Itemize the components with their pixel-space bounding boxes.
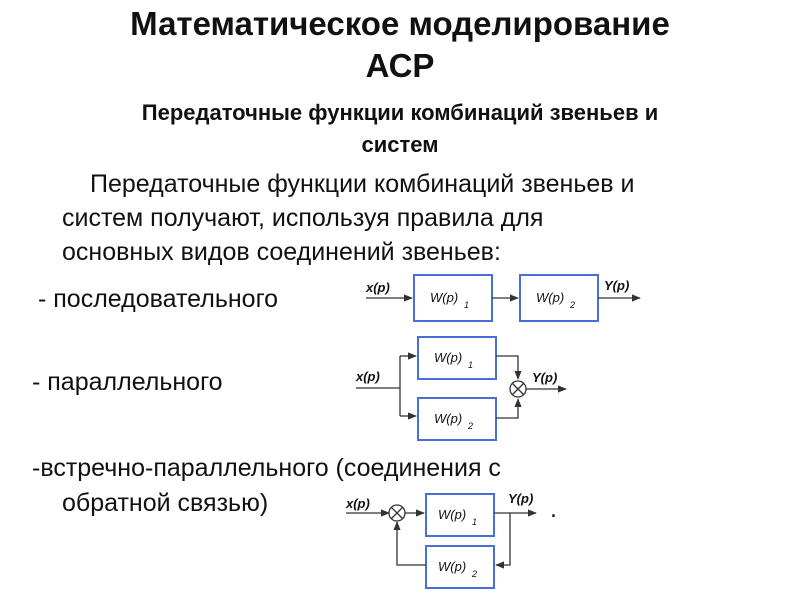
feedback-input-label: x(p) (345, 496, 370, 511)
feedback-loop-arrow (393, 521, 426, 566)
parallel-diagram: x(p) W(p) 1 W(p) 2 Y(p) (355, 336, 567, 441)
feedback-block-2-label: W(p) (438, 559, 466, 574)
series-input-label: x(p) (365, 280, 390, 295)
feedback-block-2-subscript: 2 (471, 569, 477, 579)
series-block-2-subscript: 2 (569, 300, 575, 310)
feedback-block-1 (425, 493, 495, 537)
series-output-label: Y(p) (604, 278, 629, 293)
parallel-input-label: x(p) (355, 369, 380, 384)
intro-line-3: основных видов соединений звеньев: (62, 238, 501, 266)
parallel-merge-top (496, 355, 522, 380)
parallel-junction-cross-b (512, 383, 524, 395)
feedback-block-1-label: W(p) (438, 507, 466, 522)
parallel-block-2 (417, 397, 497, 441)
intro-line-1: Передаточные функции комбинаций звеньев … (90, 170, 635, 198)
parallel-output-label: Y(p) (532, 370, 557, 385)
item-feedback-line-1: -встречно-параллельного (соединения с (32, 454, 501, 482)
series-block-1-subscript: 1 (464, 300, 469, 310)
item-feedback-dot: . (550, 495, 557, 523)
parallel-block-2-label: W(p) (434, 411, 462, 426)
parallel-block-1-label: W(p) (434, 350, 462, 365)
series-block-2 (519, 274, 599, 322)
page-subtitle: Передаточные функции комбинаций звеньев … (141, 100, 659, 125)
parallel-block-1-subscript: 1 (468, 360, 473, 370)
feedback-block-1-subscript: 1 (472, 517, 477, 527)
item-feedback-line-2: обратной связью) (62, 489, 269, 517)
feedback-return-arrow (495, 513, 511, 569)
feedback-output-label: Y(p) (508, 491, 533, 506)
page-title-line2: АСР (365, 47, 435, 84)
item-parallel: - параллельного (32, 368, 223, 396)
feedback-block-2 (425, 545, 495, 589)
item-series: - последовательного (38, 285, 279, 313)
parallel-merge-bottom (496, 398, 522, 419)
parallel-block-2-subscript: 2 (467, 421, 473, 431)
series-block-2-label: W(p) (536, 290, 564, 305)
feedback-diagram: x(p) W(p) 1 Y(p) W(p) 2 (345, 491, 537, 589)
page-subtitle-line2: систем (361, 132, 439, 157)
feedback-junction-cross-b (391, 507, 403, 519)
page-title: Математическое моделирование (130, 5, 670, 42)
series-block-1-label: W(p) (430, 290, 458, 305)
series-diagram: x(p) W(p) 1 W(p) 2 Y(p) (365, 274, 641, 322)
parallel-block-1 (417, 336, 497, 380)
intro-line-2: систем получают, используя правила для (62, 204, 544, 232)
